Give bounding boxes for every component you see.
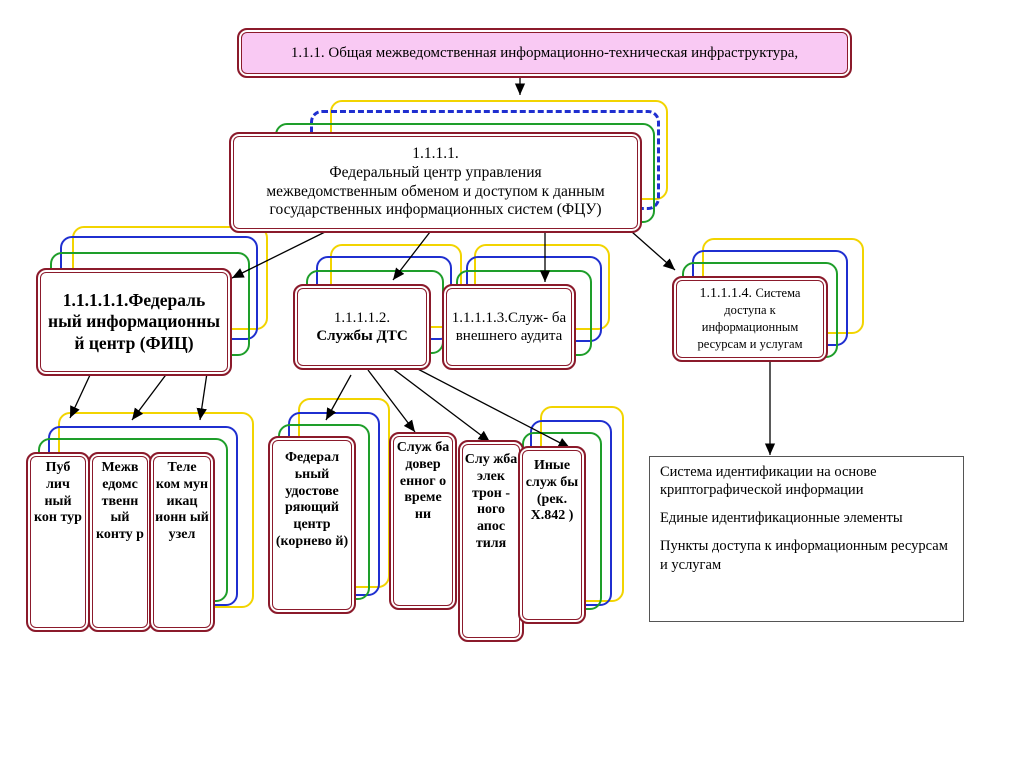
- access-number: 1.1.1.1.4. Система доступа к информацион…: [682, 285, 818, 353]
- arrow-fcu-access: [631, 231, 676, 271]
- fic-label: 1.1.1.1.1.Федераль ный информационны й ц…: [48, 289, 220, 353]
- info-item-3: Пункты доступа к информационным ресурсам…: [660, 538, 948, 573]
- fcu-line3: межведомственным обменом и доступом к да…: [266, 182, 605, 200]
- interdept-contour-node: Межв едомс твенн ый конту р: [88, 452, 152, 632]
- arrow-dts-apostille: [391, 367, 491, 443]
- audit-node: 1.1.1.1.3.Служ- ба внешнего аудита: [442, 284, 576, 370]
- interdept-contour-label: Межв едомс твенн ый конту р: [96, 460, 144, 543]
- fcu-line2: Федеральный центр управления: [329, 163, 542, 181]
- trusted-time-label: Служ ба довер енног о време ни: [396, 440, 450, 523]
- audit-label: 1.1.1.1.3.Служ- ба внешнего аудита: [451, 309, 567, 344]
- root-node-label: 1.1.1. Общая межведомственная информацио…: [290, 44, 799, 61]
- arrow-fcu-fic: [231, 231, 326, 279]
- other-services-label: Иные служ бы (рек. X.842 ): [525, 458, 579, 524]
- root-ca-label: Федерал ьный удостове ряющий центр (корн…: [275, 450, 349, 549]
- root-ca-node: Федерал ьный удостове ряющий центр (корн…: [268, 436, 356, 614]
- other-services-node: Иные служ бы (рек. X.842 ): [518, 446, 586, 624]
- arrow-fic-public: [69, 374, 91, 419]
- public-contour-node: Пуб лич ный кон тур: [26, 452, 90, 632]
- access-number-text: 1.1.1.1.4.: [699, 285, 753, 301]
- public-contour-label: Пуб лич ный кон тур: [34, 460, 82, 526]
- fcu-node: 1.1.1.1. Федеральный центр управления ме…: [229, 132, 642, 233]
- info-item-2: Единые идентификационные элементы: [660, 510, 903, 527]
- arrow-dts-rootca: [325, 374, 352, 421]
- arrow-fcu-dts: [392, 231, 431, 281]
- telecom-label: Теле ком мун икац ионн ый узел: [155, 460, 209, 543]
- access-info-panel: Система идентификации на основе криптогр…: [649, 456, 964, 622]
- arrow-dts-time: [367, 369, 416, 433]
- fcu-number: 1.1.1.1.: [412, 144, 459, 162]
- info-item-1: Система идентификации на основе криптогр…: [660, 464, 877, 499]
- arrow-fic-telecom: [196, 372, 208, 421]
- fcu-line4: государственных информационных систем (Ф…: [269, 201, 602, 219]
- fic-node: 1.1.1.1.1.Федераль ный информационны й ц…: [36, 268, 232, 376]
- apostille-node: Слу жба элек трон - ного апос тиля: [458, 440, 524, 642]
- dts-node: 1.1.1.1.2. Службы ДТС: [293, 284, 431, 370]
- dts-number: 1.1.1.1.2.: [333, 309, 391, 326]
- arrow-fic-interdept: [131, 371, 169, 421]
- apostille-label: Слу жба элек трон - ного апос тиля: [464, 452, 518, 551]
- trusted-time-node: Служ ба довер енног о време ни: [389, 432, 457, 610]
- access-node: 1.1.1.1.4. Система доступа к информацион…: [672, 276, 828, 362]
- arrow-dts-other: [411, 365, 571, 449]
- telecom-node-box: Теле ком мун икац ионн ый узел: [149, 452, 215, 632]
- root-node: 1.1.1. Общая межведомственная информацио…: [237, 28, 852, 78]
- dts-name: Службы ДТС: [316, 328, 408, 344]
- access-name: Система доступа к информационным ресурса…: [697, 285, 803, 352]
